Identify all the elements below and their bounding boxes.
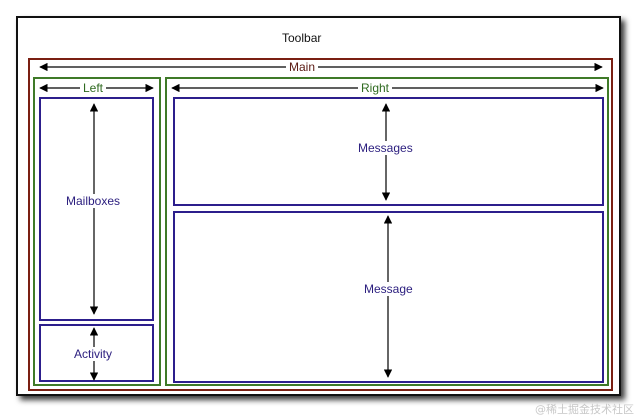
left-label: Left — [80, 81, 107, 95]
mailboxes-label: Mailboxes — [63, 194, 124, 208]
right-region — [165, 77, 609, 386]
activity-label: Activity — [71, 347, 116, 361]
messages-label: Messages — [355, 141, 416, 155]
toolbar-label: Toolbar — [282, 31, 322, 45]
message-label: Message — [361, 282, 416, 296]
left-region — [33, 77, 161, 386]
watermark: @稀土掘金技术社区 — [535, 403, 634, 416]
main-region — [28, 58, 613, 391]
right-label: Right — [358, 81, 393, 95]
main-label: Main — [286, 60, 319, 74]
